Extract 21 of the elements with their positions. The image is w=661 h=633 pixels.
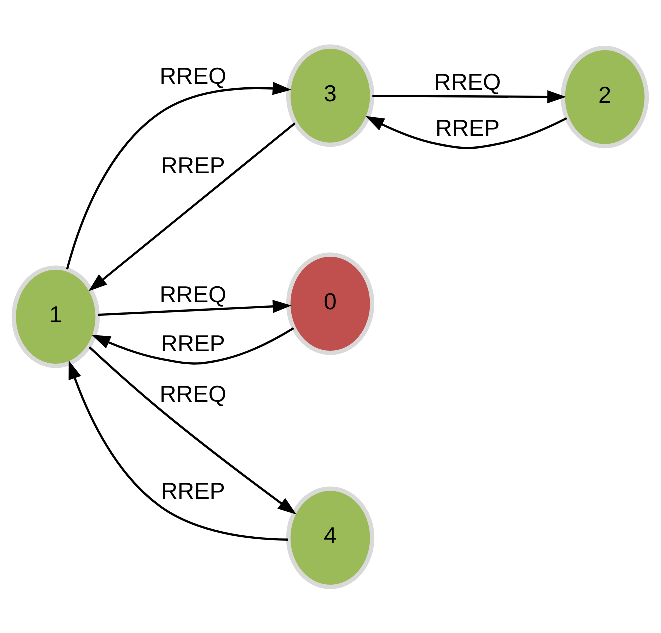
node-ellipse: 4 bbox=[286, 486, 375, 589]
node-ellipse: 2 bbox=[560, 46, 650, 148]
arrow bbox=[88, 122, 296, 292]
arrow bbox=[68, 360, 288, 540]
arrow bbox=[66, 82, 292, 270]
arrow bbox=[88, 346, 297, 514]
node-ellipse: 3 bbox=[286, 44, 375, 147]
node-ellipse: 0 bbox=[286, 252, 375, 355]
edge-label: RREP bbox=[161, 152, 226, 178]
edge-label: RREQ bbox=[160, 280, 227, 307]
edge-label: RREQ bbox=[434, 68, 502, 94]
arrow bbox=[372, 90, 566, 104]
edge-label: RREP bbox=[436, 114, 500, 141]
arrow bbox=[98, 300, 292, 316]
node-ellipse: 1 bbox=[12, 265, 100, 368]
edge-label: RREQ bbox=[160, 380, 227, 406]
edge-label: RREP bbox=[161, 477, 226, 504]
arrow bbox=[92, 327, 294, 364]
edge-label: RREP bbox=[161, 330, 226, 356]
edge-label: RREQ bbox=[160, 62, 227, 89]
arrow bbox=[366, 116, 568, 149]
